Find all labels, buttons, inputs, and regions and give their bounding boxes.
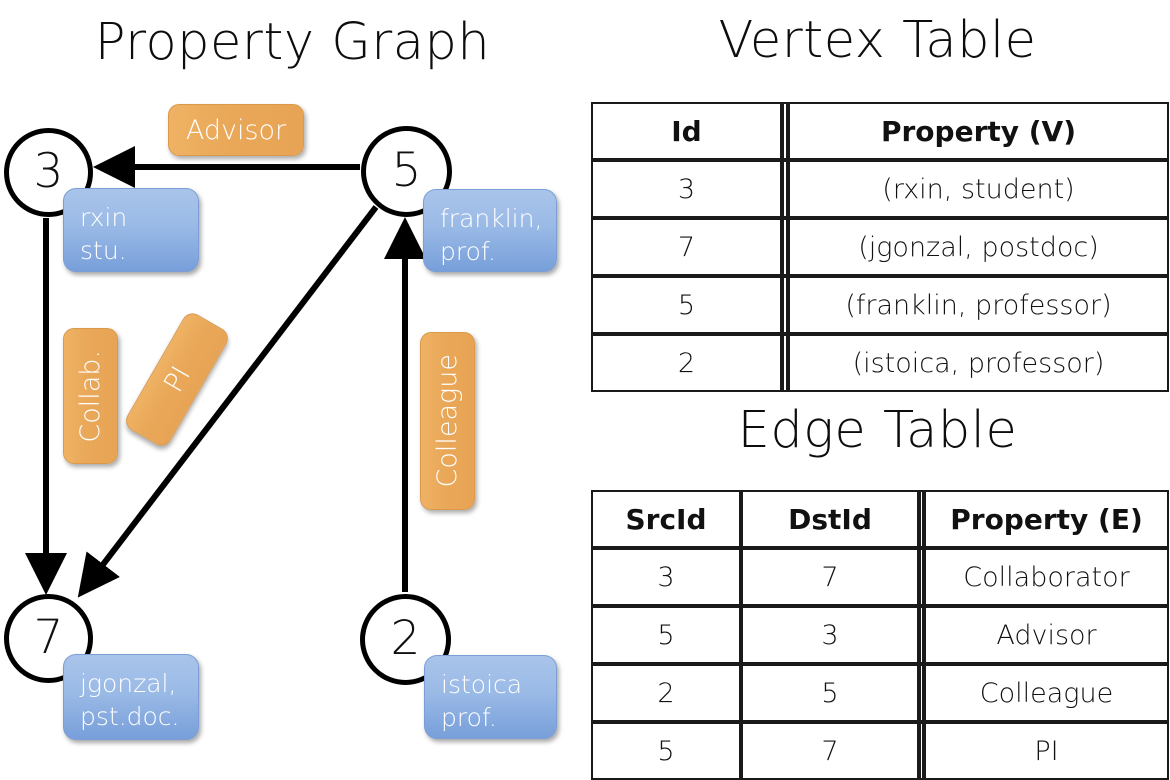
table-header-row: Id Property (V): [591, 102, 1169, 160]
column-gap: [782, 218, 788, 276]
column-gap: [919, 664, 924, 722]
node-property-box-7: jgonzal, pst.doc.: [63, 654, 199, 740]
column-gap: [919, 490, 924, 548]
table-header-row: SrcId DstId Property (E): [591, 490, 1169, 548]
edge-header-srcid: SrcId: [591, 490, 741, 548]
table-row: 3 (rxin, student): [591, 160, 1169, 218]
edge-cell-dstid: 7: [741, 548, 919, 606]
vertex-cell-id: 5: [591, 276, 782, 334]
graph-node-5[interactable]: 5: [361, 126, 452, 217]
vertex-cell-property: (jgonzal, postdoc): [788, 218, 1169, 276]
node-property-line2: stu.: [80, 236, 127, 265]
edge-arrow-5-to-7: [77, 205, 379, 598]
node-property-box-2: istoica prof.: [424, 655, 557, 739]
table-row: 7 (jgonzal, postdoc): [591, 218, 1169, 276]
edge-cell-property: Advisor: [924, 606, 1169, 664]
vertex-header-property: Property (V): [788, 102, 1169, 160]
edge-cell-srcid: 2: [591, 664, 741, 722]
table-row: 2 5 Colleague: [591, 664, 1169, 722]
page-title-property-graph: Property Graph: [94, 13, 491, 72]
edge-cell-srcid: 5: [591, 606, 741, 664]
edge-cell-srcid: 3: [591, 548, 741, 606]
vertex-cell-id: 3: [591, 160, 782, 218]
graph-node-5-label: 5: [391, 143, 422, 198]
edge-cell-dstid: 5: [741, 664, 919, 722]
column-gap: [919, 606, 924, 664]
table-row: 2 (istoica, professor): [591, 334, 1169, 392]
node-property-line2: prof.: [440, 237, 496, 266]
vertex-cell-id: 7: [591, 218, 782, 276]
edge-table: SrcId DstId Property (E) 3 7 Collaborato…: [591, 490, 1169, 780]
edge-label-collab-text: Collab.: [75, 349, 106, 443]
node-property-line1: istoica: [441, 670, 523, 699]
page-title-vertex-table: Vertex Table: [718, 11, 1037, 70]
node-property-line2: prof.: [441, 703, 497, 732]
edge-label-advisor: Advisor: [168, 104, 304, 156]
edge-cell-srcid: 5: [591, 722, 741, 780]
graph-node-2[interactable]: 2: [360, 594, 451, 685]
edge-label-advisor-text: Advisor: [185, 114, 287, 146]
edge-label-colleague-text: Colleague: [432, 354, 463, 488]
column-gap: [782, 276, 788, 334]
column-gap: [782, 334, 788, 392]
edge-header-property: Property (E): [924, 490, 1169, 548]
vertex-cell-property: (istoica, professor): [788, 334, 1169, 392]
column-gap: [782, 102, 788, 160]
vertex-header-id: Id: [591, 102, 782, 160]
edge-label-colleague: Colleague: [420, 332, 475, 510]
node-property-line1: franklin,: [440, 204, 543, 233]
table-row: 5 7 PI: [591, 722, 1169, 780]
edge-header-dstid: DstId: [741, 490, 919, 548]
graph-node-2-label: 2: [390, 611, 421, 666]
edge-cell-property: Colleague: [924, 664, 1169, 722]
column-gap: [919, 548, 924, 606]
graph-node-7-label: 7: [33, 610, 64, 665]
edge-label-pi-text: PI: [157, 361, 197, 398]
edge-cell-dstid: 7: [741, 722, 919, 780]
graph-edges-canvas: [25, 146, 426, 598]
node-property-line1: rxin: [80, 203, 128, 232]
node-property-line2: pst.doc.: [80, 702, 180, 731]
table-row: 3 7 Collaborator: [591, 548, 1169, 606]
vertex-table: Id Property (V) 3 (rxin, student) 7 (jgo…: [591, 102, 1169, 392]
table-row: 5 (franklin, professor): [591, 276, 1169, 334]
edge-cell-property: Collaborator: [924, 548, 1169, 606]
vertex-cell-property: (rxin, student): [788, 160, 1169, 218]
node-property-line1: jgonzal,: [80, 669, 177, 698]
vertex-cell-property: (franklin, professor): [788, 276, 1169, 334]
graph-node-3-label: 3: [33, 144, 64, 199]
column-gap: [782, 160, 788, 218]
page-title-edge-table: Edge Table: [737, 401, 1018, 460]
node-property-box-3: rxin stu.: [63, 188, 199, 272]
edge-cell-dstid: 3: [741, 606, 919, 664]
edge-label-collab: Collab.: [63, 328, 118, 464]
vertex-cell-id: 2: [591, 334, 782, 392]
edge-cell-property: PI: [924, 722, 1169, 780]
table-row: 5 3 Advisor: [591, 606, 1169, 664]
node-property-box-5: franklin, prof.: [423, 189, 557, 272]
